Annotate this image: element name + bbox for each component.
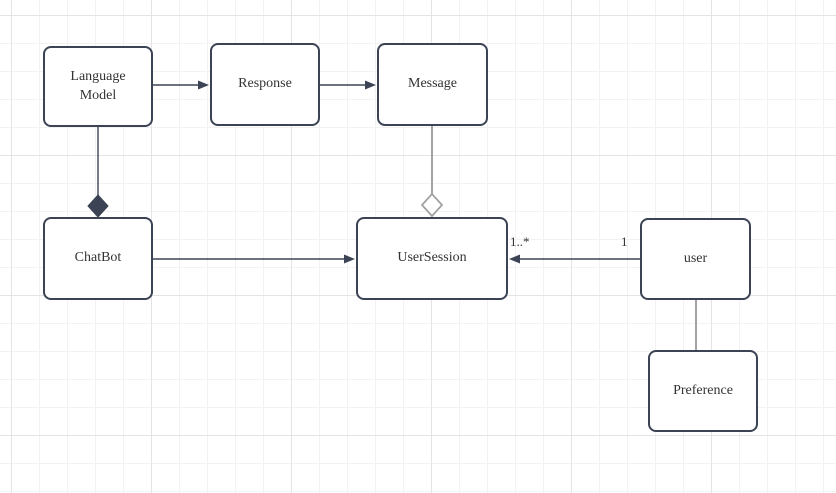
arrowhead-icon — [198, 80, 209, 90]
arrowhead-icon — [509, 254, 520, 264]
aggregation-diamond-icon — [420, 192, 444, 218]
node-label: Language Model — [70, 69, 126, 103]
node-message[interactable]: Message — [377, 43, 488, 126]
node-chatbot[interactable]: ChatBot — [43, 217, 153, 300]
node-label: Message — [408, 76, 457, 92]
node-label: Response — [238, 76, 292, 92]
node-response[interactable]: Response — [210, 43, 320, 126]
multiplicity-label-target[interactable]: 1..* — [510, 234, 530, 249]
node-preference[interactable]: Preference — [648, 350, 758, 432]
node-label: UserSession — [397, 250, 467, 266]
composition-diamond-icon — [87, 194, 109, 218]
multiplicity-label-source[interactable]: 1 — [621, 234, 628, 249]
node-label: Preference — [673, 382, 733, 398]
node-label: ChatBot — [74, 250, 122, 266]
arrowhead-icon — [344, 254, 355, 264]
node-language-model[interactable]: Language Model — [43, 46, 153, 127]
node-user[interactable]: user — [640, 218, 751, 300]
arrowhead-icon — [365, 80, 376, 90]
node-usersession[interactable]: UserSession — [356, 217, 508, 300]
node-label: user — [683, 250, 708, 266]
